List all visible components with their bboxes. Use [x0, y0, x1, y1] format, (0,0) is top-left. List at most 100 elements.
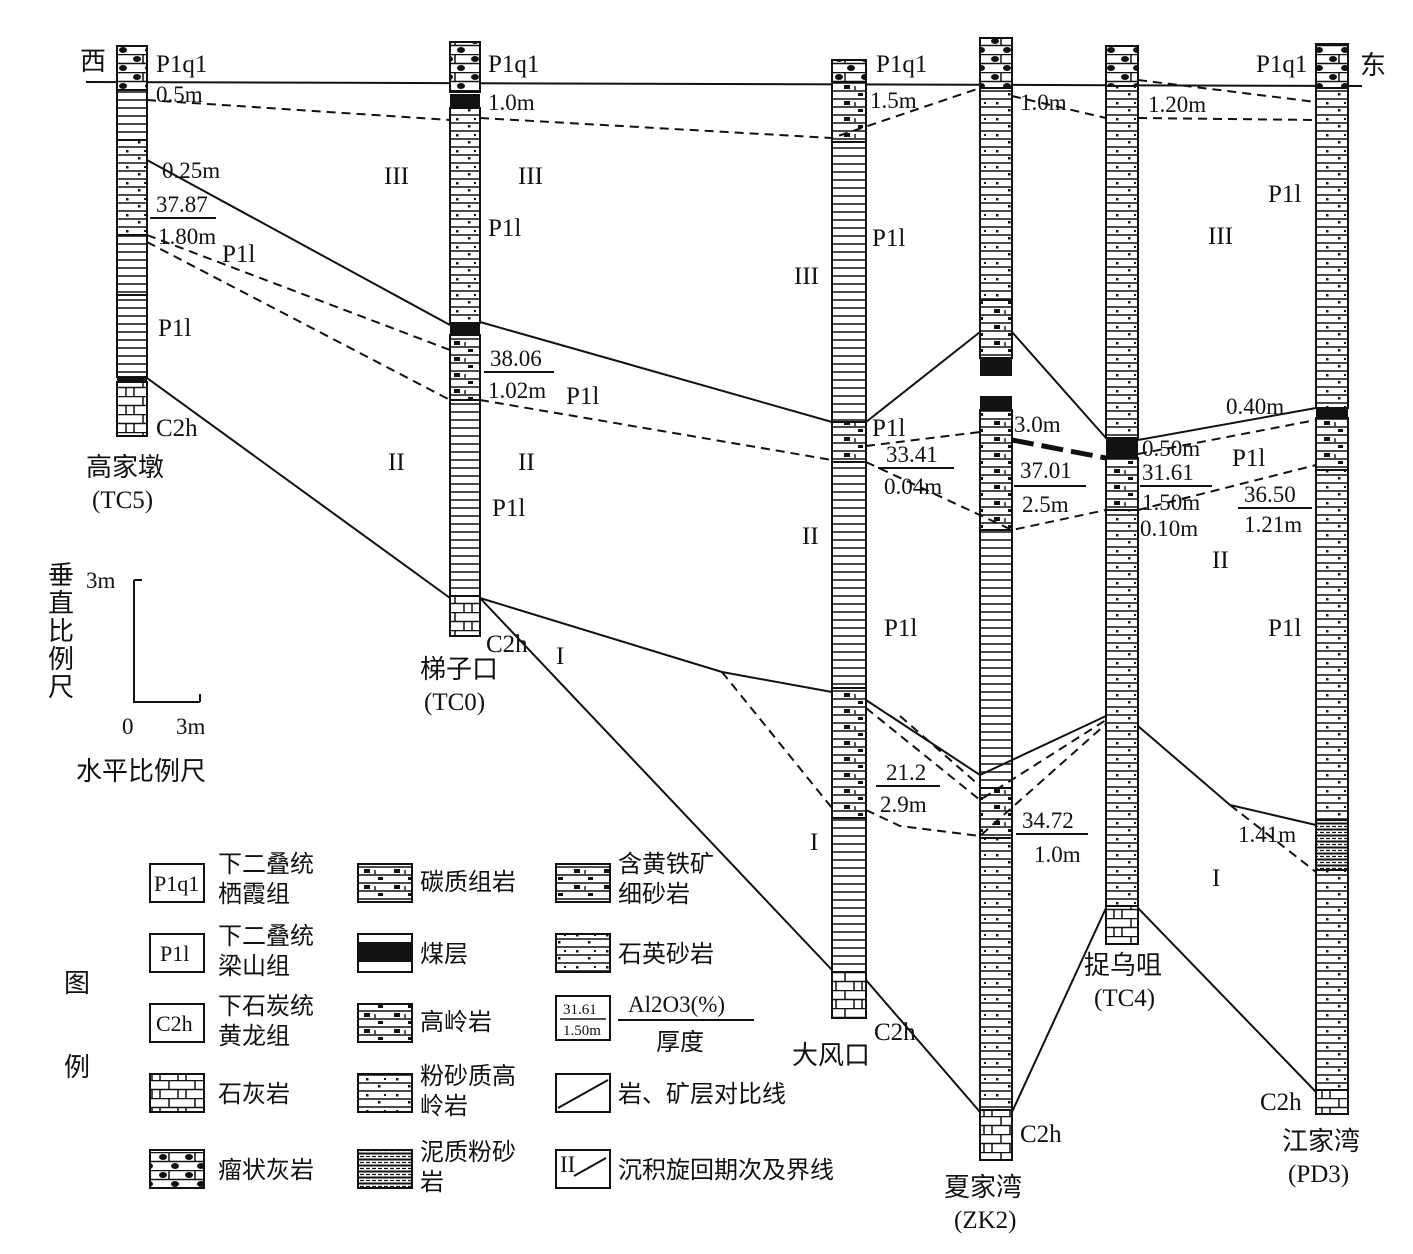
legend-swatch-fill: [358, 942, 412, 962]
column-zk2-limestone: [979, 1109, 1013, 1161]
column-name-tc4: 捉乌咀: [1084, 951, 1162, 981]
column-code-tc0: (TC0): [424, 689, 485, 716]
cycle-label-iii-2: III: [518, 163, 543, 190]
legend-line1: 下石炭统: [218, 992, 314, 1020]
legend-item-p1l: P1l 下二叠统 梁山组: [149, 922, 314, 980]
c2h-base-line-4: [1137, 907, 1317, 1093]
column-tc4: [1105, 45, 1139, 945]
column-tc4-limestone: [1105, 905, 1139, 945]
column-name-tc5: 高家墩: [86, 453, 164, 483]
legend-box-numeral: II: [560, 1152, 575, 1177]
column-tc4-upper: [1105, 85, 1139, 439]
legend-swatch: [149, 863, 205, 903]
p1l-label-10: P1l: [1232, 445, 1265, 472]
column-zk2-sand: [979, 837, 1013, 1111]
column-tc0-coal-top: [450, 94, 480, 108]
bauxite-fraction-pd3: 36.50 1.21m: [1238, 482, 1312, 537]
cycle-label-iii-3: III: [794, 263, 819, 290]
c2h-base-line-1: [479, 597, 833, 971]
column-code-tc4: (TC4): [1094, 985, 1155, 1012]
bauxite-fraction-dfk: 33.41 0.04m: [878, 442, 954, 499]
cycle-label-iii-4: III: [1208, 223, 1233, 250]
column-pd3-nodular: [1315, 43, 1349, 89]
legend-item-nodular-limestone: 瘤状灰岩: [149, 1149, 314, 1189]
legend-line2: 细砂岩: [618, 880, 690, 908]
legend-line1: 沉积旋回期次及界线: [618, 1156, 834, 1184]
base-line-dfk: [865, 699, 1107, 777]
c2h-label-tc5: C2h: [156, 415, 198, 442]
cycle-boundary-upper: [146, 159, 451, 326]
column-name-pd3: 江家湾: [1282, 1127, 1360, 1157]
thickness-value: 2.9m: [880, 792, 927, 817]
legend-line1: 下二叠统: [218, 850, 314, 878]
legend-item-muddy-siltstone: 泥质粉砂 岩: [357, 1138, 516, 1196]
p1q1-label-tc5: P1q1: [156, 51, 207, 78]
p1l-label-8: P1l: [884, 615, 917, 642]
column-tc0-coal: [450, 323, 480, 335]
top-dashed-line-4: [1137, 117, 1317, 121]
legend-swatch: [149, 933, 205, 973]
legend-line1: 煤层: [420, 940, 468, 968]
column-pd3-clay: [1315, 417, 1349, 471]
cycle-label-ii-2: II: [518, 449, 535, 476]
column-dfk-middle: [831, 461, 867, 689]
bauxite-dashed-e: [865, 461, 1107, 532]
vertical-scale-value: 3m: [86, 568, 116, 593]
legend-line1: Al2O3(%): [628, 992, 725, 1017]
bauxite-dashed-d: [865, 431, 981, 447]
p1l-label-7: P1l: [872, 415, 905, 442]
bauxite-fraction-tc0: 38.06 1.02m: [484, 346, 554, 403]
column-dfk-upper: [831, 81, 867, 143]
column-zk2-coal-a: [980, 358, 1012, 376]
legend-box-top: 31.61: [563, 1002, 597, 1018]
legend-line2: 岩: [420, 1168, 444, 1196]
c2h-label-dfk: C2h: [874, 1019, 916, 1046]
column-code-tc5: (TC5): [92, 487, 153, 514]
column-zk2-mid: [979, 299, 1013, 359]
legend-line1: 高岭岩: [420, 1008, 492, 1036]
p1l-label-2: P1l: [158, 315, 191, 342]
legend-line2: 厚度: [656, 1028, 704, 1056]
bauxite-fraction-zk2: 37.01 2.5m: [1014, 458, 1086, 517]
thickness-tc4-extra: 0.10m: [1140, 516, 1198, 541]
column-pd3-limestone: [1315, 1089, 1349, 1115]
p1q1-label-tc0: P1q1: [488, 51, 539, 78]
legend-swatch-line: [573, 1157, 607, 1177]
legend-swatch: [357, 863, 413, 903]
legend-line1: 含黄铁矿: [618, 850, 714, 878]
column-tc5-limestone: [116, 381, 148, 437]
p1l-label-3: P1l: [488, 215, 521, 242]
column-tc0-nodular: [449, 41, 481, 93]
p1l-label-1: P1l: [222, 241, 255, 268]
thickness-tc5-coal: 0.25m: [162, 158, 220, 183]
cycle-label-ii-4: II: [1212, 547, 1229, 574]
column-tc4-clay: [1105, 457, 1139, 511]
c2h-label-pd3: C2h: [1260, 1089, 1302, 1116]
bauxite-dashed-b: [146, 241, 451, 401]
legend-swatch: [357, 1149, 413, 1189]
thickness-pd3-coal: 0.40m: [1226, 394, 1284, 419]
legend-item-silty-kaolinite: 粉砂质高 岭岩: [357, 1062, 516, 1120]
legend-line2: 黄龙组: [218, 1022, 290, 1050]
column-pd3-upper: [1315, 87, 1349, 409]
legend-item-carbonaceous: 碳质组岩: [357, 863, 516, 903]
cycle-label-ii-3: II: [802, 523, 819, 550]
thickness-dfk-top: 1.5m: [870, 88, 917, 113]
p1q1-label-pd3: P1q1: [1256, 51, 1307, 78]
al2o3-value: 21.2: [886, 760, 926, 785]
column-zk2-upper: [979, 87, 1013, 301]
base-line-pd3: [1137, 725, 1317, 826]
column-zk2-coal-b: [980, 396, 1012, 410]
legend-swatch: [149, 1003, 205, 1043]
scale-axis: [133, 580, 200, 703]
legend-box-bottom: 1.50m: [563, 1023, 601, 1039]
top-dashed-line-3: [1011, 95, 1107, 119]
legend-code: C2h: [156, 1011, 193, 1036]
column-tc0-clay: [449, 334, 481, 401]
column-pd3-lower: [1315, 869, 1349, 1091]
thickness-pd3-lower: 1.41m: [1238, 822, 1296, 847]
cycle-label-i-3: I: [1212, 865, 1220, 892]
correlation-lines: [146, 79, 1317, 1113]
column-zk2-nodular: [979, 37, 1013, 89]
